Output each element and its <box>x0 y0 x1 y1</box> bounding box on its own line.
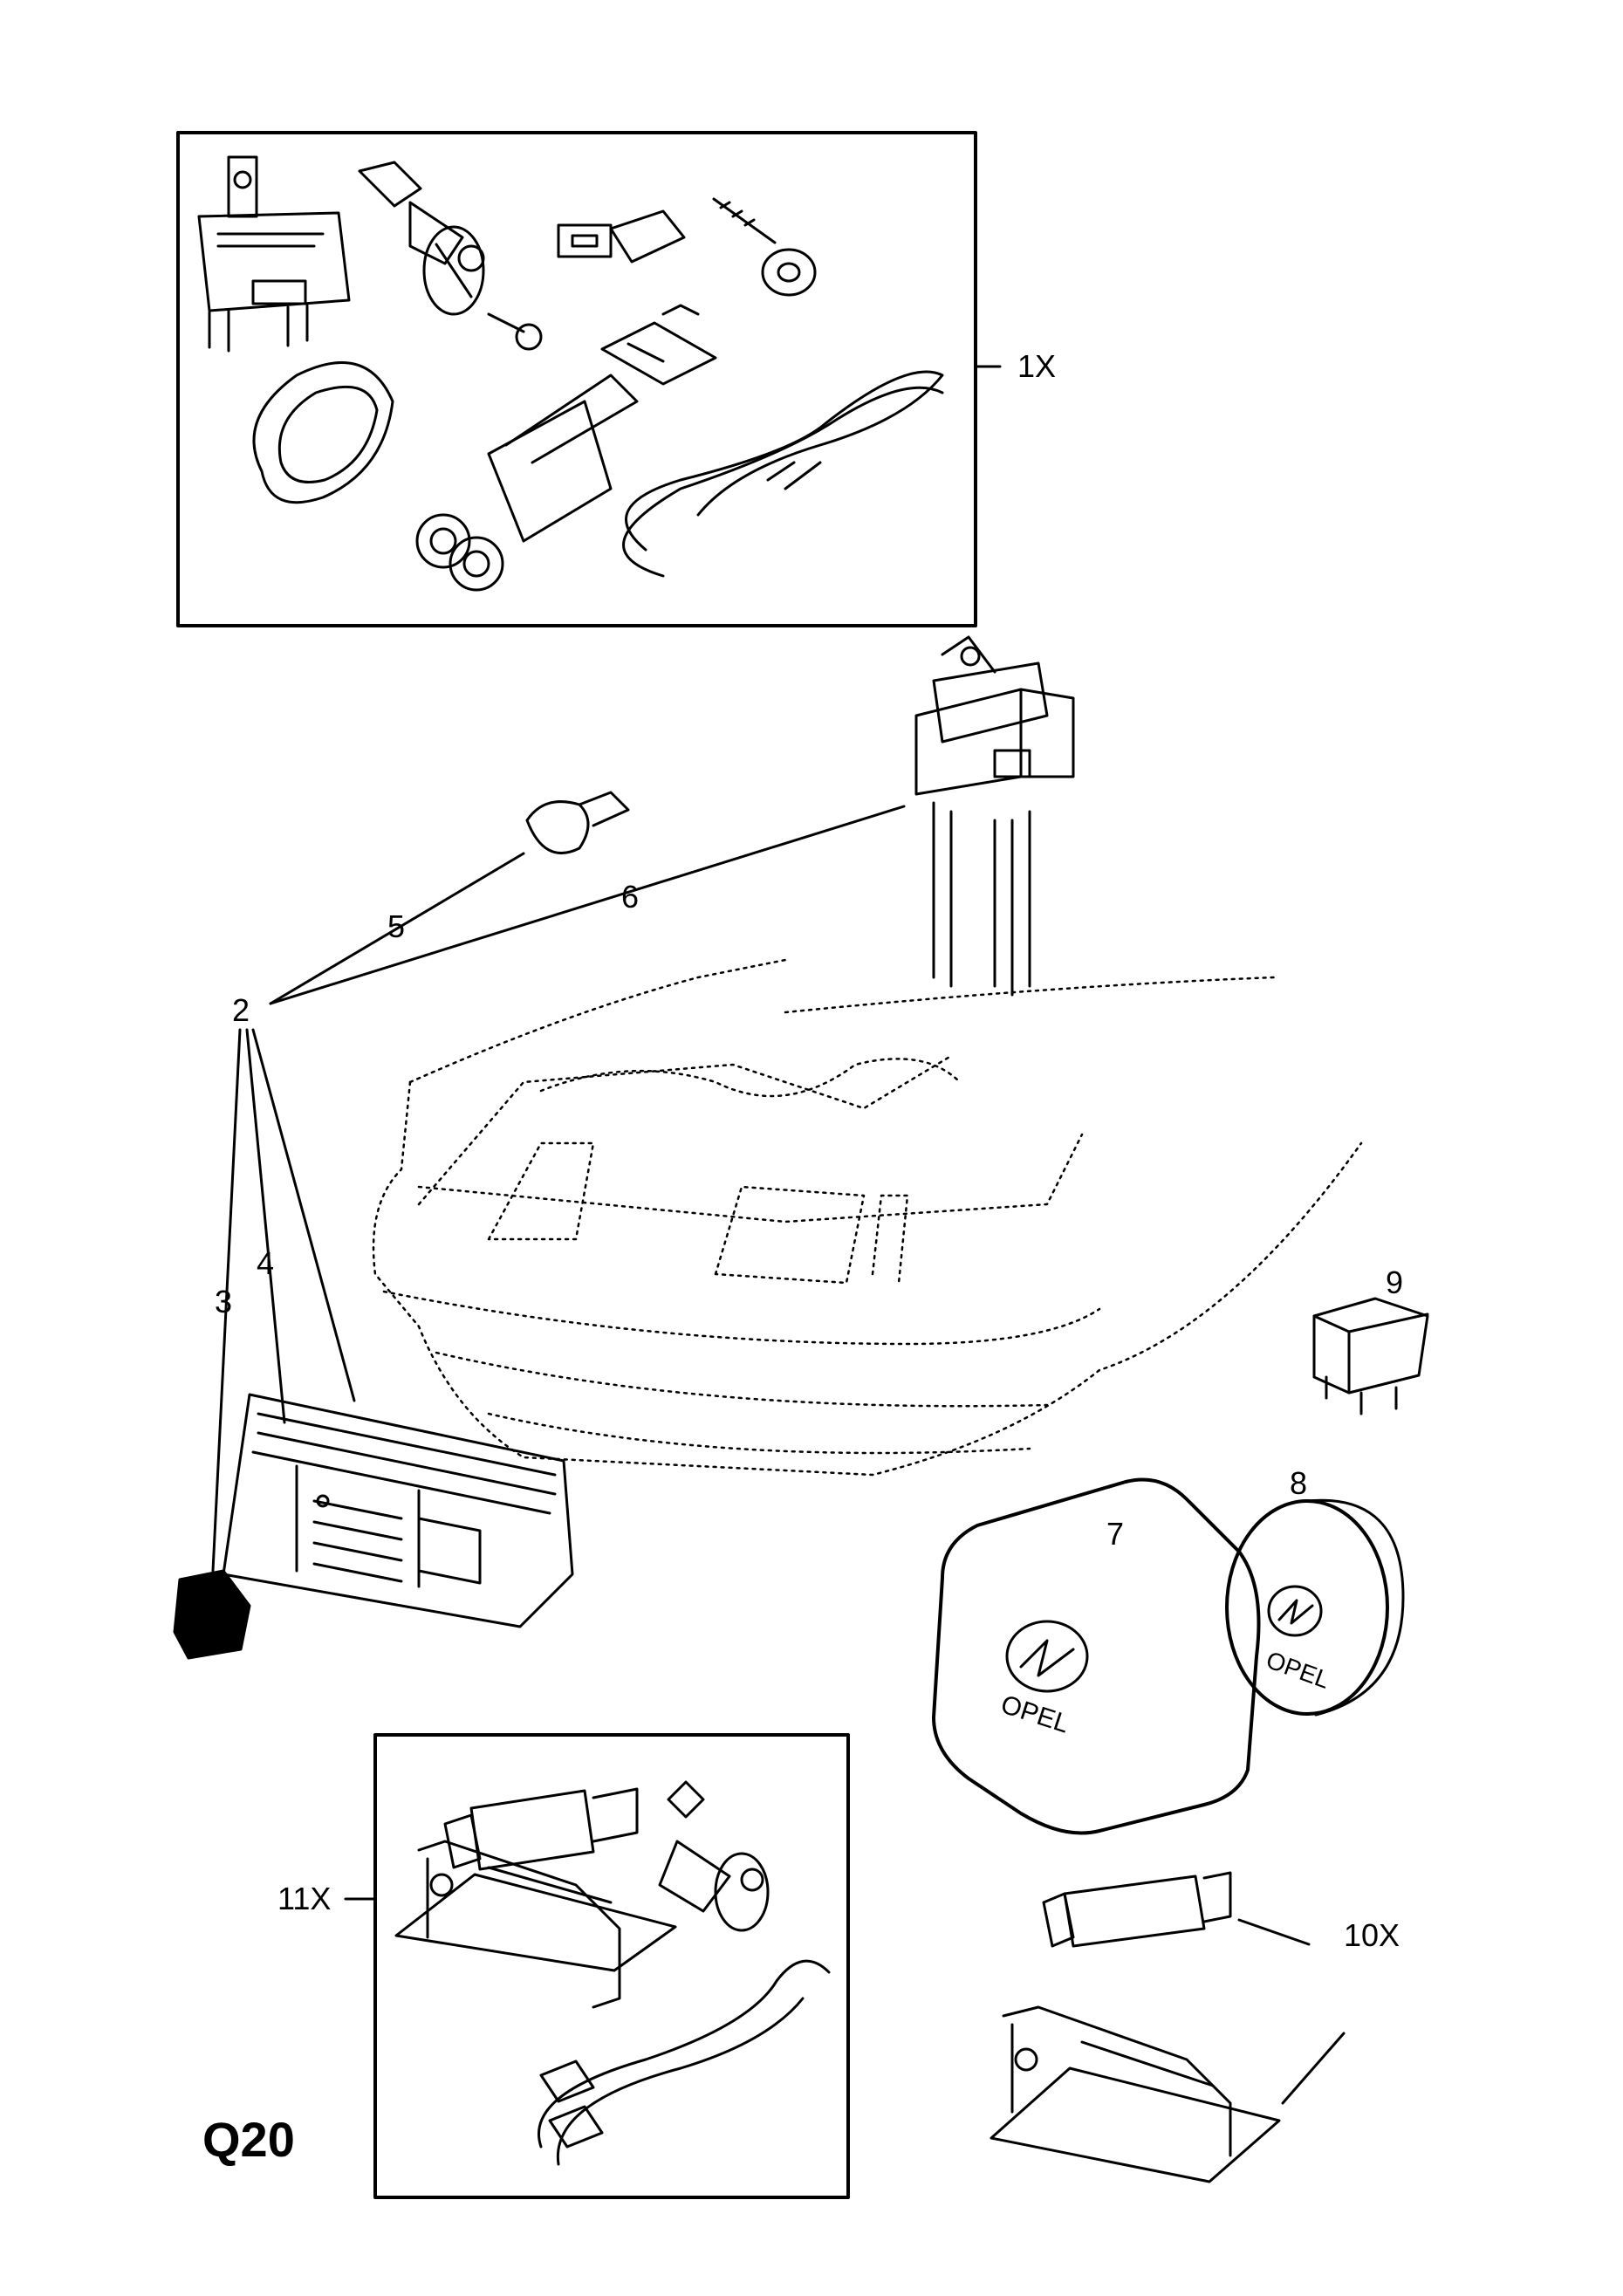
lamp-housing-icon <box>394 1840 677 2009</box>
bulb-5-icon <box>525 791 630 855</box>
leader-2-to-grille <box>251 1028 356 1402</box>
terminal-clip-icon <box>600 304 717 386</box>
kit-10x-icon <box>990 1871 1281 2183</box>
label-8: 8 <box>1290 1465 1308 1501</box>
screw-icon <box>712 197 817 297</box>
small-screw-icon <box>487 312 543 351</box>
bulb-holder-icon <box>415 374 639 592</box>
label-5: 5 <box>387 908 406 944</box>
label-11x: 11X <box>277 1881 332 1916</box>
door-switch-11x-icon <box>658 1780 770 1932</box>
festoon-bulb-icon <box>443 1787 639 1871</box>
label-2: 2 <box>232 992 250 1028</box>
door-switch-icon <box>358 161 485 316</box>
wire-harness-icon <box>622 370 944 578</box>
relay-6-icon <box>914 635 1075 997</box>
leader-2-to-5 <box>269 852 525 1005</box>
label-3: 3 <box>215 1284 233 1319</box>
flat-connector-icon <box>557 209 686 264</box>
label-10x: 10X <box>1344 1917 1400 1953</box>
relay-icon <box>197 155 351 353</box>
label-7: 7 <box>1106 1516 1125 1552</box>
label-6: 6 <box>621 879 640 915</box>
grommet-icon <box>252 361 394 504</box>
grille-icon <box>222 1393 574 1628</box>
harness-11x-icon <box>538 1959 831 2166</box>
leader-2-to-4 <box>245 1028 286 1424</box>
relay-9-icon <box>1312 1297 1429 1415</box>
car-outline <box>372 958 1363 1477</box>
leader-2-to-6 <box>269 805 906 1005</box>
leader-2-to-3 <box>211 1028 242 1573</box>
label-4: 4 <box>257 1245 275 1281</box>
clip-3-icon <box>173 1569 251 1660</box>
cover-7-icon <box>932 1477 1261 1835</box>
leader-10x-bulb <box>1237 1918 1311 1946</box>
cap-8-icon <box>1225 1498 1405 1717</box>
label-9: 9 <box>1386 1265 1404 1300</box>
page-code: Q20 <box>202 2112 295 2167</box>
label-1x: 1X <box>1017 348 1057 384</box>
kit-11x-frame <box>373 1733 850 2199</box>
leader-10x-housing <box>1281 2032 1346 2105</box>
kit-1x-frame <box>176 131 977 627</box>
